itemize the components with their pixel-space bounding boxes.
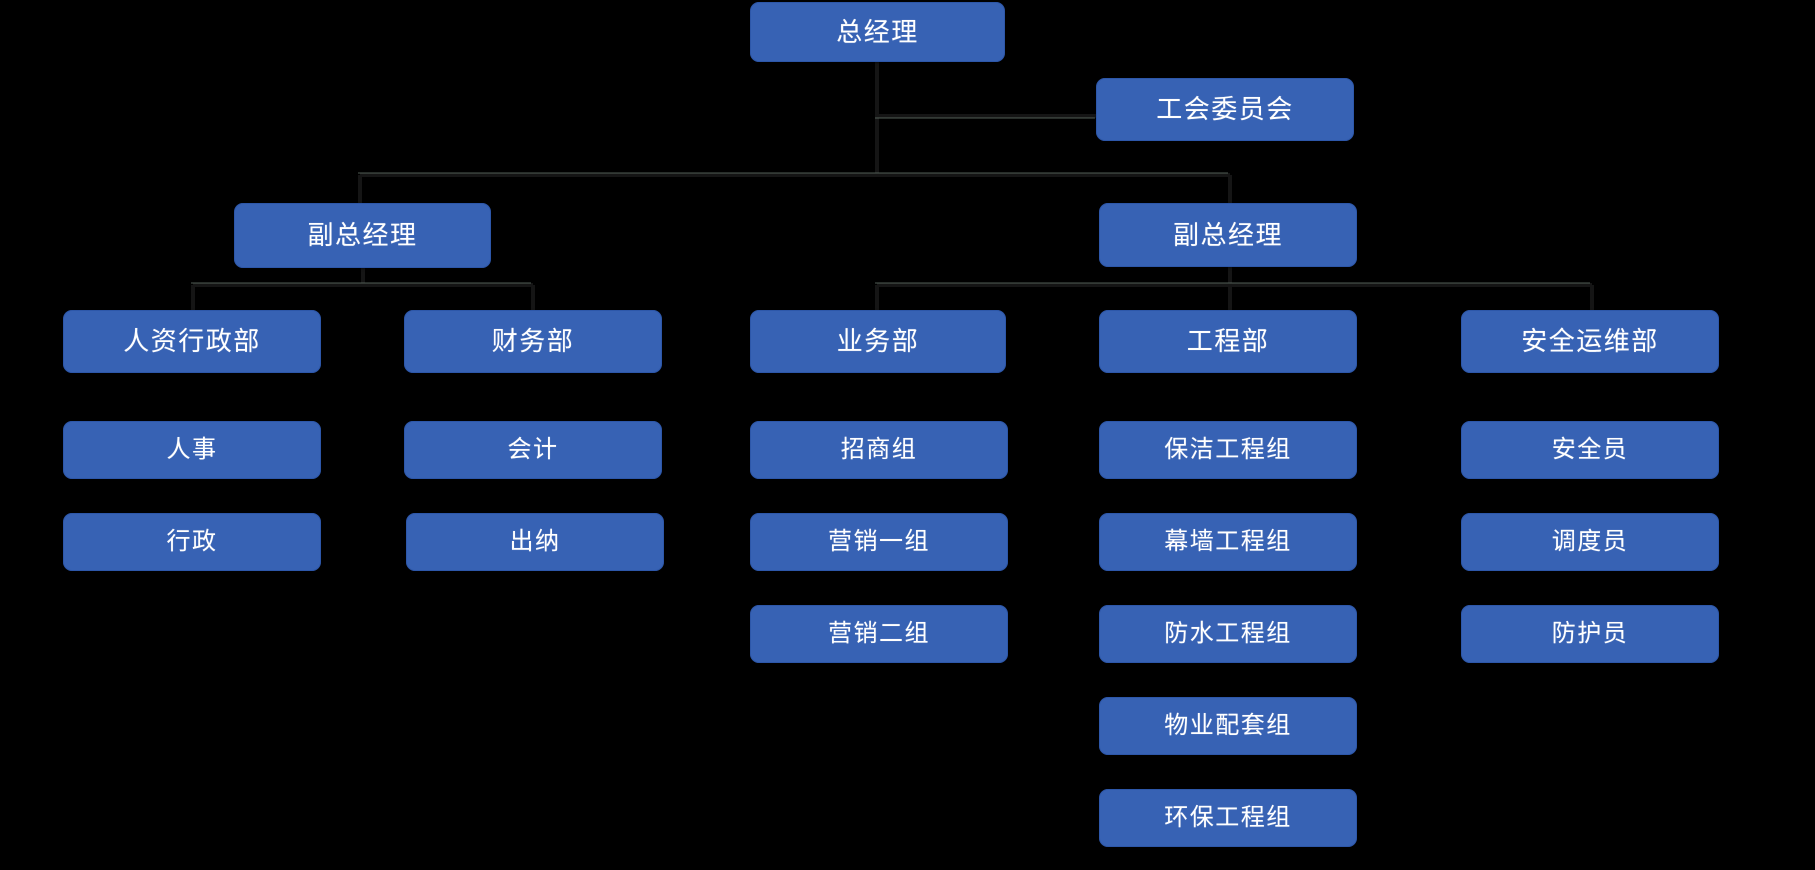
node-label: 防护员: [1551, 619, 1629, 647]
node-engineering-curtain-wall[interactable]: 幕墙工程组: [1099, 513, 1357, 571]
node-label: 人事: [166, 435, 218, 463]
node-department-hr-admin[interactable]: 人资行政部: [63, 310, 321, 373]
node-label: 营销一组: [828, 527, 930, 555]
node-business-marketing-1[interactable]: 营销一组: [750, 513, 1008, 571]
node-hr-personnel[interactable]: 人事: [63, 421, 321, 479]
node-engineering-environmental[interactable]: 环保工程组: [1099, 789, 1357, 847]
node-label: 幕墙工程组: [1164, 527, 1292, 555]
node-deputy-general-manager-left[interactable]: 副总经理: [234, 203, 491, 268]
node-engineering-waterproofing[interactable]: 防水工程组: [1099, 605, 1357, 663]
node-safety-dispatcher[interactable]: 调度员: [1461, 513, 1719, 571]
node-engineering-property-support[interactable]: 物业配套组: [1099, 697, 1357, 755]
node-label: 会计: [507, 435, 559, 463]
node-label: 营销二组: [828, 619, 930, 647]
node-hr-administration[interactable]: 行政: [63, 513, 321, 571]
node-finance-accounting[interactable]: 会计: [404, 421, 662, 479]
node-business-investment[interactable]: 招商组: [750, 421, 1008, 479]
node-general-manager[interactable]: 总经理: [750, 2, 1005, 62]
node-label: 总经理: [836, 16, 919, 47]
node-finance-cashier[interactable]: 出纳: [406, 513, 664, 571]
node-label: 人资行政部: [123, 326, 261, 357]
node-business-marketing-2[interactable]: 营销二组: [750, 605, 1008, 663]
node-label: 物业配套组: [1164, 711, 1292, 739]
node-label: 副总经理: [307, 220, 418, 251]
node-safety-officer[interactable]: 安全员: [1461, 421, 1719, 479]
node-label: 保洁工程组: [1164, 435, 1292, 463]
node-department-engineering[interactable]: 工程部: [1099, 310, 1357, 373]
node-label: 安全员: [1551, 435, 1629, 463]
node-label: 出纳: [509, 527, 561, 555]
node-label: 行政: [166, 527, 218, 555]
node-union-committee[interactable]: 工会委员会: [1096, 78, 1354, 141]
node-label: 财务部: [491, 326, 575, 357]
node-label: 工会委员会: [1156, 94, 1294, 125]
node-label: 环保工程组: [1164, 803, 1292, 831]
node-department-safety-operations[interactable]: 安全运维部: [1461, 310, 1719, 373]
node-label: 工程部: [1186, 326, 1270, 357]
node-label: 调度员: [1551, 527, 1629, 555]
node-engineering-cleaning[interactable]: 保洁工程组: [1099, 421, 1357, 479]
node-department-finance[interactable]: 财务部: [404, 310, 662, 373]
node-label: 安全运维部: [1521, 326, 1659, 357]
node-label: 招商组: [840, 435, 918, 463]
node-safety-protection-officer[interactable]: 防护员: [1461, 605, 1719, 663]
node-label: 业务部: [836, 326, 920, 357]
node-department-business[interactable]: 业务部: [750, 310, 1006, 373]
node-deputy-general-manager-right[interactable]: 副总经理: [1099, 203, 1357, 267]
node-label: 防水工程组: [1164, 619, 1292, 647]
node-label: 副总经理: [1172, 219, 1283, 250]
